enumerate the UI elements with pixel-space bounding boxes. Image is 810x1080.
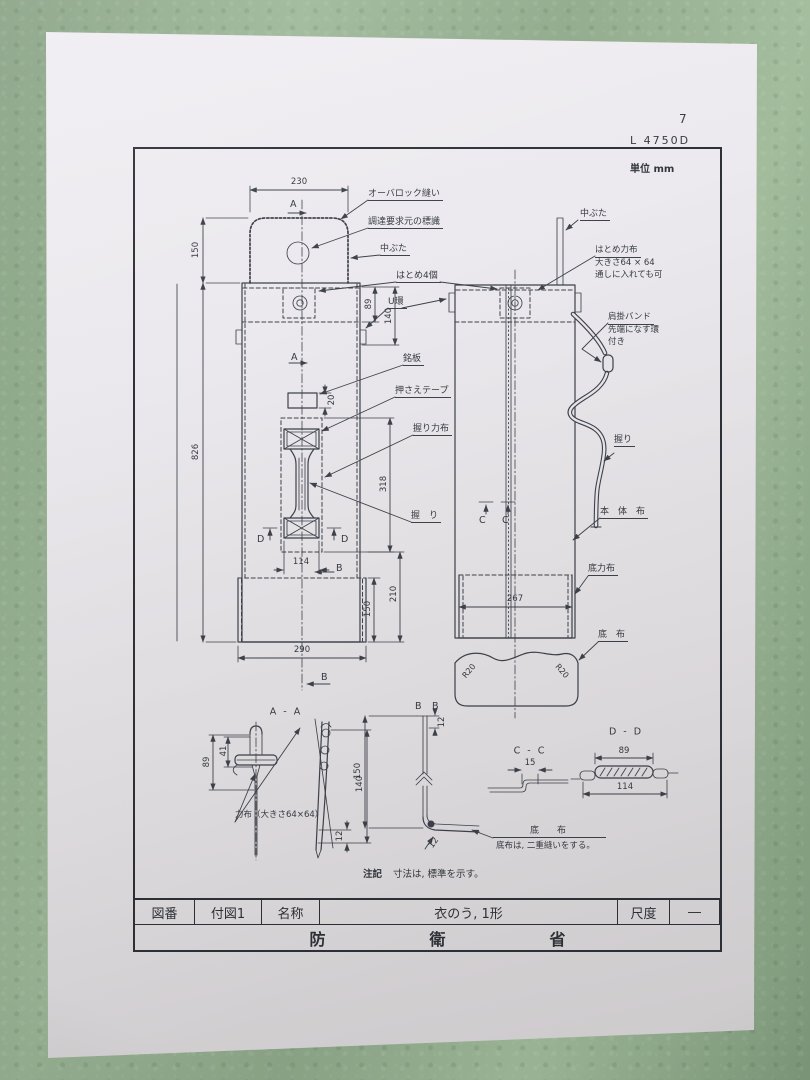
dim-267: 267 [506, 594, 524, 604]
note-prefix: 注記 [363, 869, 383, 880]
dim-826: 826 [191, 443, 201, 461]
rear-view-linework [448, 217, 582, 719]
section-mark-a-mid: A [291, 352, 298, 363]
section-mark-c-right: C [502, 515, 509, 526]
dim-318: 318 [379, 475, 389, 493]
label-bottom-cloth-bb: 底 布 [493, 826, 606, 839]
dim-210: 210 [389, 585, 399, 603]
label-inner-lid-front: 中ぶた [380, 244, 411, 257]
section-mark-b-bottom: B [321, 672, 328, 683]
dim-140-front: 140 [384, 307, 394, 325]
label-grip-front: 握 り [411, 511, 442, 524]
title-block: 図番 付図1 名称 衣のう, 1形 尺度 ― 防 衛 省 [133, 898, 722, 952]
document-code: L 4750D [630, 134, 691, 147]
label-press-tape: 押さえテープ [395, 386, 452, 399]
label-eyelet-cloth-line2: 大きさ64 × 64 [595, 258, 655, 268]
dim-150-pocket: 150 [363, 600, 373, 618]
dim-150-bb: 150 [353, 762, 363, 780]
dim-150-flap: 150 [191, 241, 201, 259]
label-inner-lid-rear: 中ぶた [580, 209, 611, 222]
label-eyelets-4: はとめ4個 [396, 271, 441, 284]
section-mark-c-left: C [479, 515, 486, 526]
titleblock-organization: 防 衛 省 [135, 925, 720, 950]
label-shoulder-strap-line2: 先端になす環 [608, 325, 660, 335]
section-dd-linework [570, 752, 679, 799]
org-char-2: 衛 [429, 929, 446, 949]
rear-view-leaders [537, 219, 615, 661]
label-u-ring: U環 [388, 297, 407, 310]
unit-note: 単位 mm [630, 164, 675, 175]
titleblock-name-value: 衣のう, 1形 [320, 900, 618, 925]
section-cc-title: C - C [513, 745, 547, 757]
label-bottom-reinforce-cloth: 底力布 [588, 564, 619, 577]
dim-114-dd: 114 [616, 782, 634, 792]
front-view-leaders [309, 199, 498, 523]
titleblock-name-label: 名称 [262, 900, 320, 925]
section-mark-a-top: A [290, 199, 297, 210]
dim-290: 290 [293, 645, 311, 655]
section-bb-title-left: B [415, 701, 422, 712]
label-procurement-marker: 調達要求元の標識 [368, 217, 444, 230]
section-mark-d-right: D [341, 534, 349, 545]
org-char-1: 防 [309, 929, 326, 949]
front-view-dimensions [176, 185, 405, 687]
dim-12-aa: 12 [335, 830, 345, 842]
page-number: 7 [679, 112, 687, 126]
label-overlock-stitch: オーバロック縫い [368, 189, 443, 202]
label-grip-reinforce-cloth: 握り力布 [413, 424, 453, 437]
dim-89-dd: 89 [618, 746, 630, 756]
section-mark-b-top: B [336, 563, 343, 574]
paper-sheet: 7 L 4750D 単位 mm オーバロック縫い 調達要求元の標識 中ぶた はと… [46, 32, 757, 1058]
label-chikara-cloth: 力布（大きさ64×64） [235, 810, 324, 820]
section-bb-linework [362, 708, 494, 850]
section-mark-d-left: D [257, 534, 265, 545]
label-eyelet-cloth-line1: はとめ力布 [595, 245, 641, 258]
dim-230: 230 [290, 177, 308, 187]
label-nameplate: 銘板 [403, 354, 425, 367]
section-dd-title: D - D [608, 726, 644, 738]
label-grip-rear: 握り [614, 435, 636, 448]
label-shoulder-strap-line3: 付き [608, 337, 626, 347]
label-bottom-cloth-rear: 底 布 [598, 630, 629, 643]
titleblock-drawing-no-value: 付図1 [195, 900, 262, 925]
dim-89-aa: 89 [202, 756, 212, 768]
section-aa-title: A - A [269, 706, 303, 718]
titleblock-drawing-no-label: 図番 [135, 900, 195, 925]
org-char-3: 省 [549, 929, 566, 949]
note-bottom-cloth-double-stitch: 底布は, 二重縫いをする。 [496, 841, 595, 851]
dim-114: 114 [292, 557, 310, 567]
label-body-cloth: 本 体 布 [600, 507, 649, 520]
label-shoulder-strap-line1: 肩掛バンド [608, 312, 654, 325]
shoulder-strap-linework [567, 311, 614, 529]
section-bb-title-right: B [432, 701, 439, 712]
front-view-linework [235, 199, 367, 691]
drawing-linework [176, 185, 679, 861]
dim-89-front: 89 [364, 298, 374, 310]
dim-12-bb-top: 12 [437, 716, 447, 728]
dim-41-aa: 41 [219, 745, 229, 757]
titleblock-scale-value: ― [670, 900, 720, 925]
section-aa-linework [208, 718, 372, 861]
titleblock-scale-label: 尺度 [618, 900, 670, 925]
section-cc-linework [487, 767, 569, 793]
dim-15-cc: 15 [524, 758, 536, 768]
dim-20: 20 [327, 394, 337, 406]
note-text: 寸法は, 標準を示す。 [393, 869, 484, 880]
label-eyelet-cloth-line3: 通しに入れても可 [595, 270, 663, 280]
